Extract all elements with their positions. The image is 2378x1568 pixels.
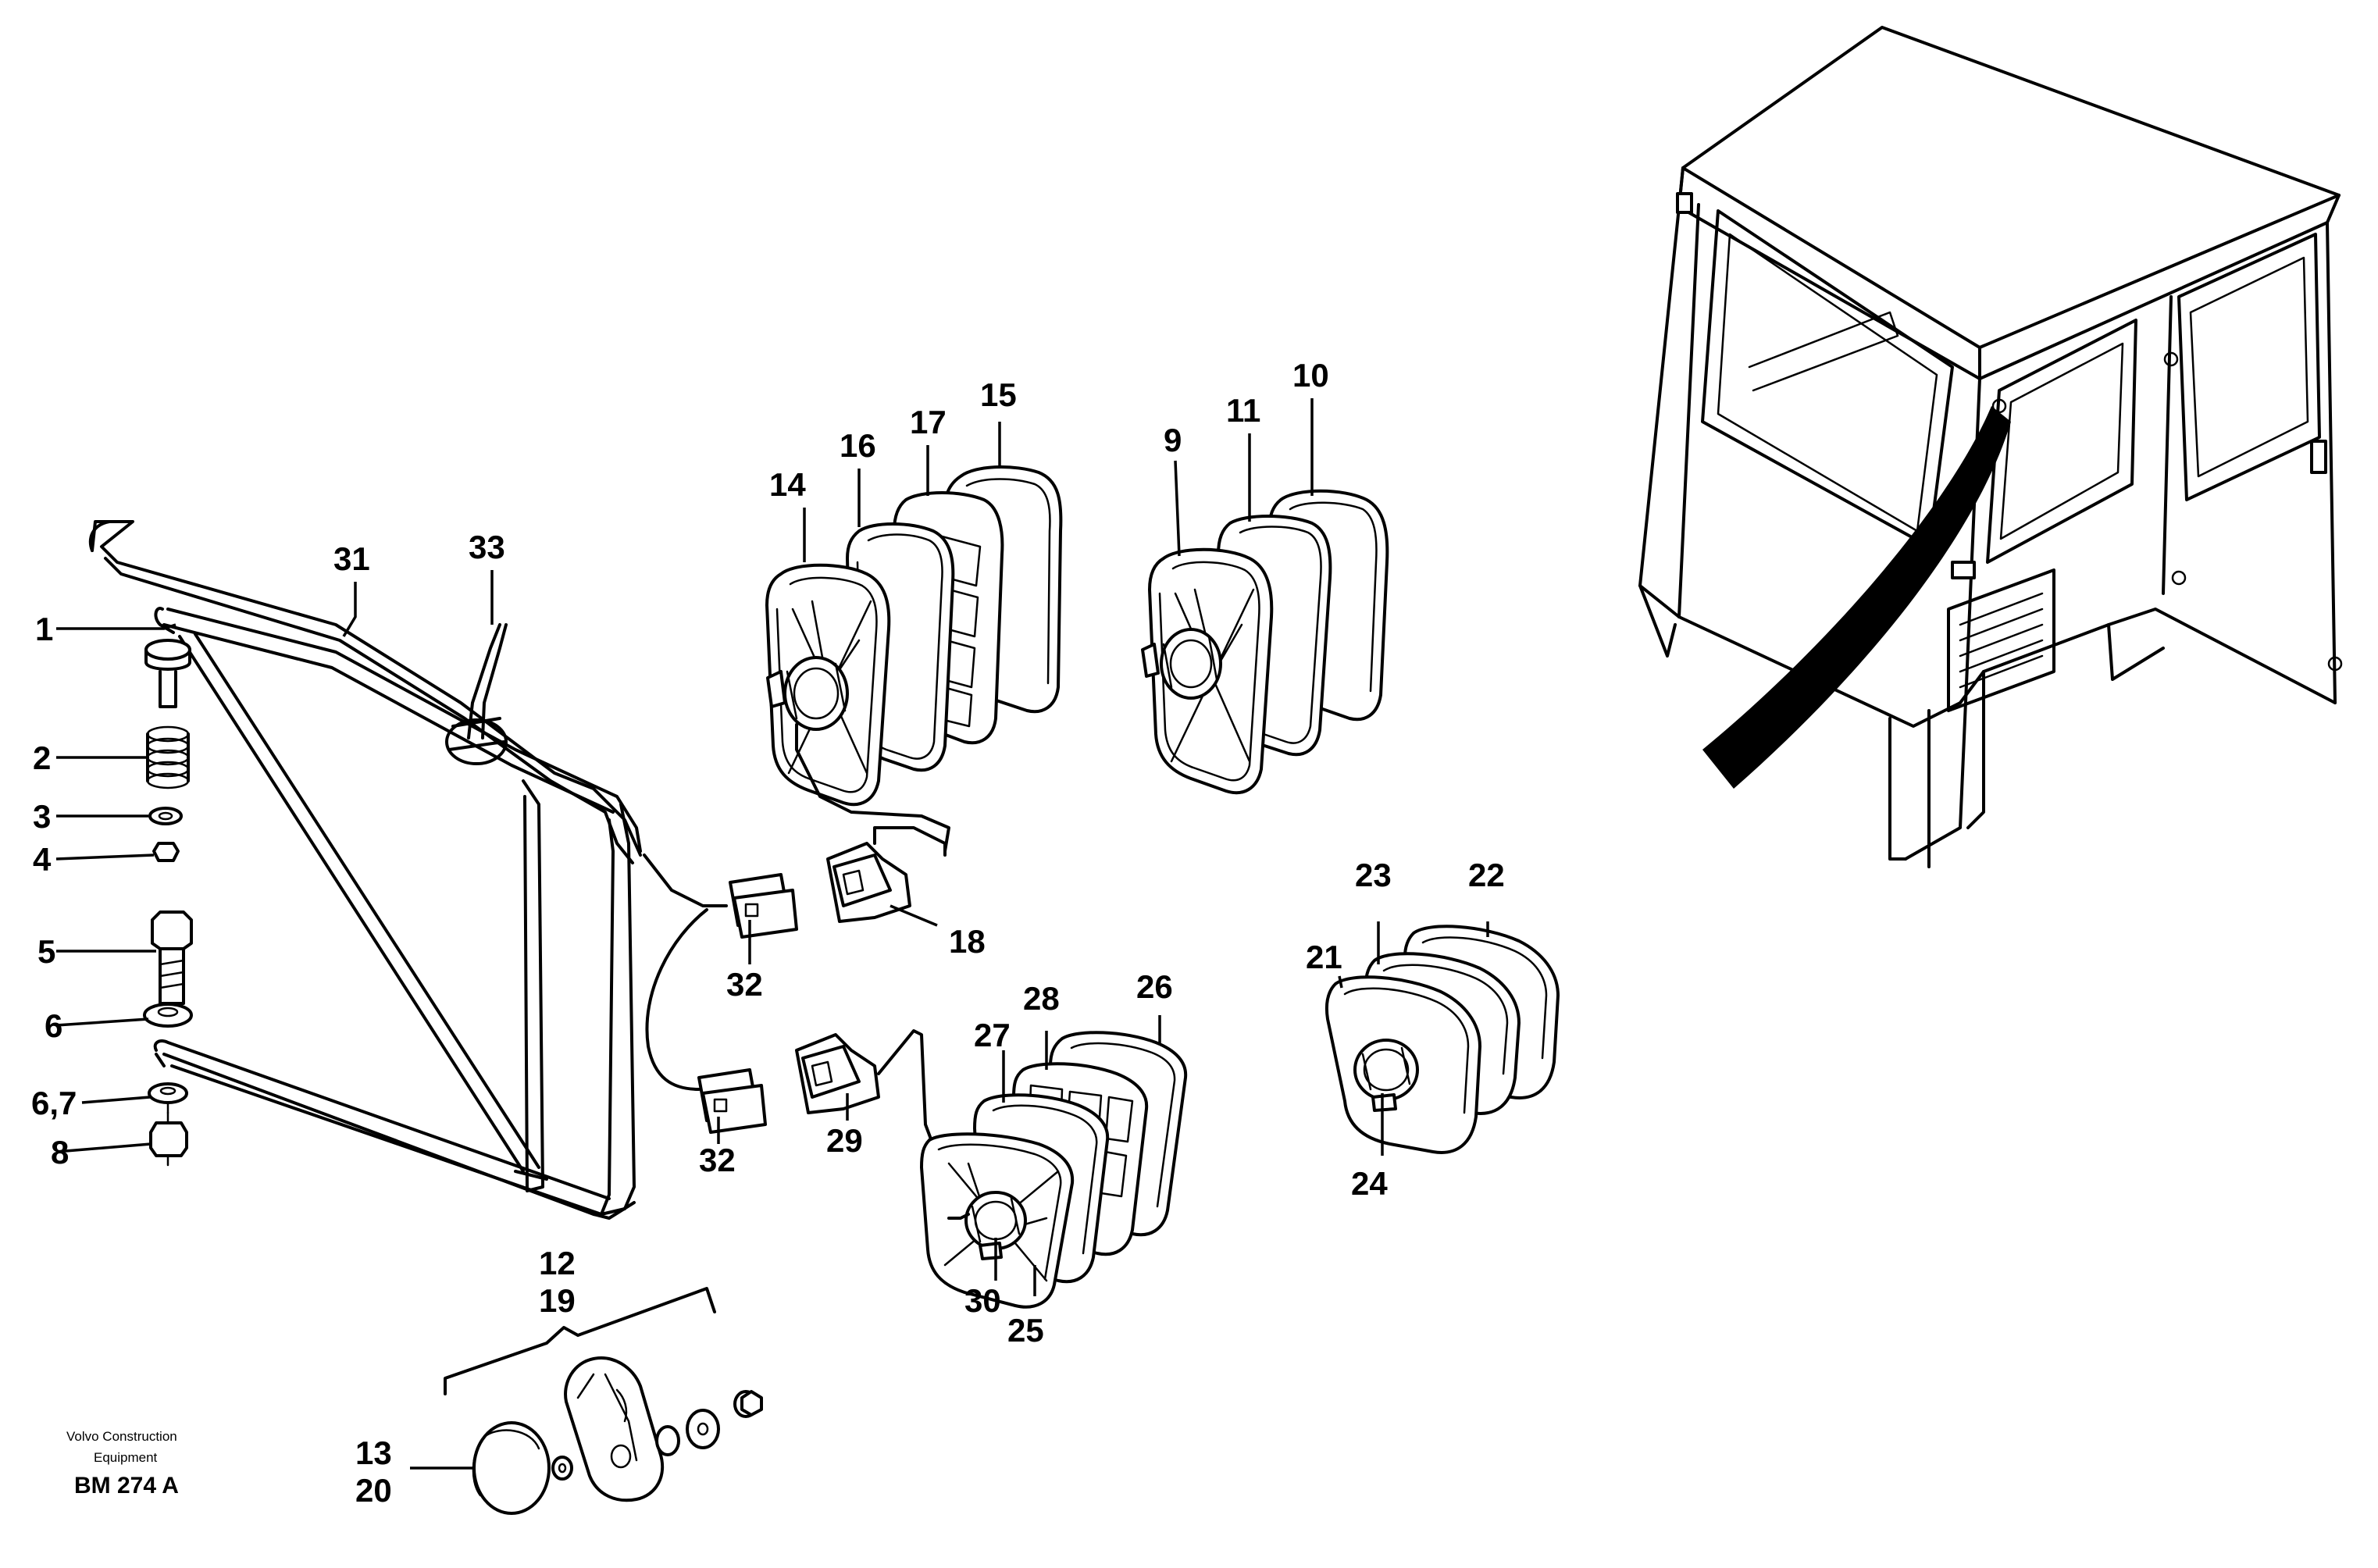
callout-8: 8 <box>51 1134 69 1171</box>
callout-3: 3 <box>33 798 51 835</box>
callout-17: 17 <box>910 404 947 440</box>
callout-1: 1 <box>35 611 53 647</box>
callout-12: 12 <box>539 1245 576 1281</box>
mirror-arm-frame <box>88 520 642 1220</box>
callout-29: 29 <box>826 1122 863 1159</box>
callout-30: 30 <box>964 1282 1001 1319</box>
mirror-assembly-lower-right <box>1324 925 1560 1154</box>
callout-23: 23 <box>1355 857 1392 893</box>
callout-24: 24 <box>1351 1165 1388 1202</box>
company-line-1: Volvo Construction <box>66 1429 177 1444</box>
mounting-hardware <box>143 639 193 1167</box>
bracket-and-cap <box>444 1287 763 1515</box>
callout-31: 31 <box>333 540 370 577</box>
callout-13: 13 <box>355 1434 392 1471</box>
cable-clip <box>445 623 508 765</box>
callout-22: 22 <box>1468 857 1505 893</box>
callout-6: 6 <box>45 1007 62 1044</box>
callout-32-upper: 32 <box>726 966 763 1003</box>
callout-11: 11 <box>1226 392 1260 429</box>
callout-28: 28 <box>1023 980 1060 1017</box>
callout-10: 10 <box>1292 357 1329 394</box>
callout-15: 15 <box>980 376 1017 413</box>
callout-20: 20 <box>355 1472 392 1509</box>
connector-lower <box>697 1029 950 1220</box>
callout-14: 14 <box>769 466 806 503</box>
callout-9: 9 <box>1164 422 1182 458</box>
callout-27: 27 <box>974 1017 1011 1053</box>
leader-lines <box>55 398 1489 1470</box>
callout-6-7: 6,7 <box>31 1085 77 1121</box>
title-block: Volvo Construction Equipment BM 274 A <box>66 1429 179 1499</box>
callout-25: 25 <box>1007 1312 1044 1349</box>
callout-18: 18 <box>949 923 986 960</box>
callout-16: 16 <box>840 427 876 464</box>
mirror-assembly-upper-left <box>765 465 1063 853</box>
callout-labels: 1 2 3 4 5 6 6,7 8 31 33 14 16 17 15 9 11… <box>31 357 1505 1509</box>
cab-illustration <box>1638 26 2343 868</box>
callout-32-lower: 32 <box>699 1142 736 1178</box>
callout-33: 33 <box>469 529 505 565</box>
drawing-code: BM 274 A <box>74 1473 179 1499</box>
callout-21: 21 <box>1306 939 1342 975</box>
mirror-assembly-lower-left <box>920 1031 1188 1309</box>
callout-2: 2 <box>33 739 51 776</box>
mirror-assembly-upper-right <box>1141 489 1389 795</box>
callout-26: 26 <box>1136 968 1173 1005</box>
company-line-2: Equipment <box>94 1450 158 1465</box>
callout-5: 5 <box>37 933 55 970</box>
callout-19: 19 <box>539 1282 576 1319</box>
connector-upper <box>643 826 947 1091</box>
callout-4: 4 <box>33 841 52 878</box>
